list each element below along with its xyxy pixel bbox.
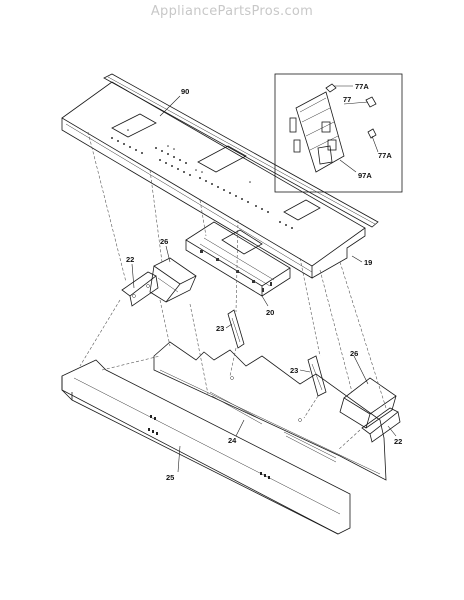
part-26-left-bracket — [149, 257, 197, 303]
callout-22-right: 22 — [394, 437, 402, 446]
callout-20: 20 — [266, 308, 274, 317]
callout-24: 24 — [228, 436, 237, 445]
part-22-right-bracket — [361, 407, 401, 443]
callout-23-left: 23 — [216, 324, 224, 333]
part-23-left-clip — [227, 309, 245, 349]
part-23-right-clip — [307, 355, 327, 397]
part-26-right-bracket — [339, 377, 397, 429]
callout-77a-top: 77A — [355, 82, 369, 91]
site-watermark: AppliancePartsPros.com — [150, 4, 314, 19]
callout-25: 25 — [166, 473, 174, 482]
part-24-rear-support — [153, 341, 387, 481]
part-22-left-bracket — [121, 271, 159, 307]
part-25-lower-trim — [61, 359, 351, 535]
callout-leaders — [131, 95, 397, 473]
part-20-control-board — [185, 221, 291, 297]
inset-electronic-board — [274, 73, 403, 193]
callout-90: 90 — [181, 87, 189, 96]
callout-77a-right: 77A — [378, 151, 392, 160]
callout-22-left: 22 — [126, 255, 134, 264]
part-19-control-panel — [61, 81, 366, 279]
part-90-trim-strip — [103, 73, 379, 228]
callout-77: 77 — [343, 95, 351, 104]
callout-19: 19 — [364, 258, 372, 267]
callout-97a: 97A — [358, 171, 372, 180]
callout-26-left: 26 — [160, 237, 168, 246]
callout-26-right: 26 — [350, 349, 358, 358]
callout-23-right: 23 — [290, 366, 298, 375]
alignment-lines — [79, 131, 387, 451]
